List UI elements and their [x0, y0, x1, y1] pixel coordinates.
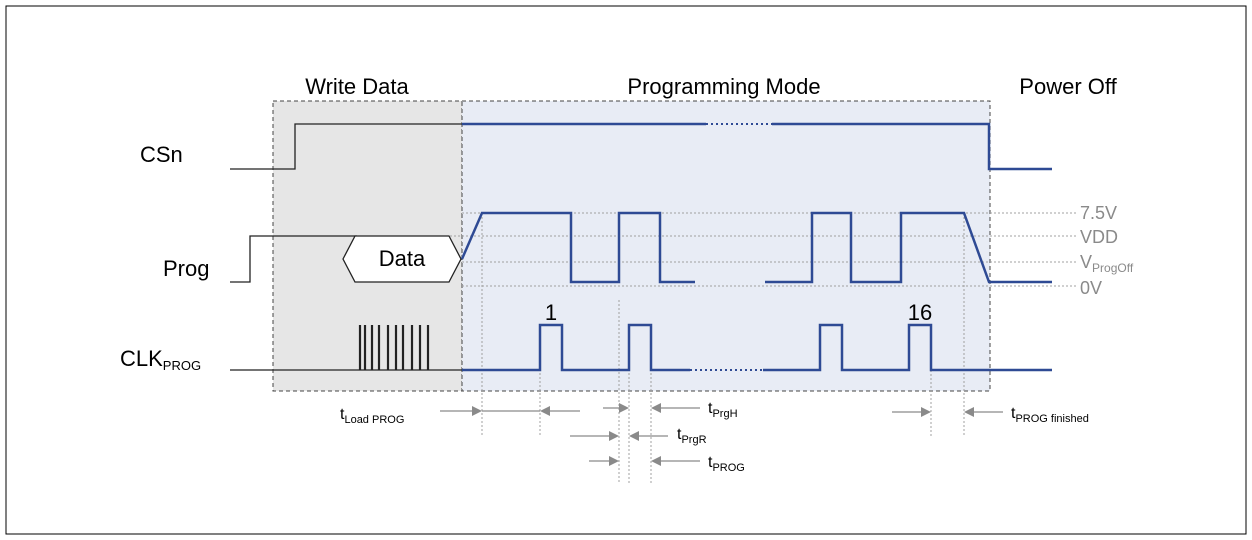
pulse-label-last: 16 — [908, 300, 932, 325]
clk-waveform-late — [763, 323, 1052, 372]
signal-label-prog: Prog — [163, 256, 209, 281]
section-write-data: Write Data — [305, 74, 409, 99]
data-bus-label: Data — [379, 246, 426, 271]
signal-label-csn: CSn — [140, 142, 183, 167]
level-label-7v5: 7.5V — [1080, 203, 1117, 223]
level-label-vdd: VDD — [1080, 227, 1118, 247]
pulse-label-first: 1 — [545, 300, 557, 325]
data-bus-shape — [342, 235, 462, 283]
level-label-0v: 0V — [1080, 278, 1102, 298]
clk-burst — [358, 325, 430, 370]
timing-label-tprgh: tPrgH — [708, 400, 738, 420]
timing-label-tprgr: tPrgR — [677, 426, 707, 446]
level-label-vprogoff: VProgOff — [1080, 252, 1134, 275]
timing-arrows — [440, 403, 1003, 466]
signal-label-clkprog: CLKPROG — [120, 346, 201, 373]
timing-label-tprog: tPROG — [708, 454, 745, 474]
timing-label-tprog-finished: tPROG finished — [1011, 405, 1089, 425]
prog-waveform-main — [460, 211, 695, 284]
timing-label-tload: tLoad PROG — [340, 406, 404, 426]
section-power-off: Power Off — [1019, 74, 1117, 99]
prog-waveform-late — [765, 211, 1052, 284]
section-programming-mode: Programming Mode — [627, 74, 820, 99]
prog-waveform-pre — [230, 235, 357, 283]
csn-waveform-end — [772, 122, 1052, 171]
csn-waveform-pre — [230, 123, 462, 170]
clk-waveform-main — [462, 323, 690, 372]
